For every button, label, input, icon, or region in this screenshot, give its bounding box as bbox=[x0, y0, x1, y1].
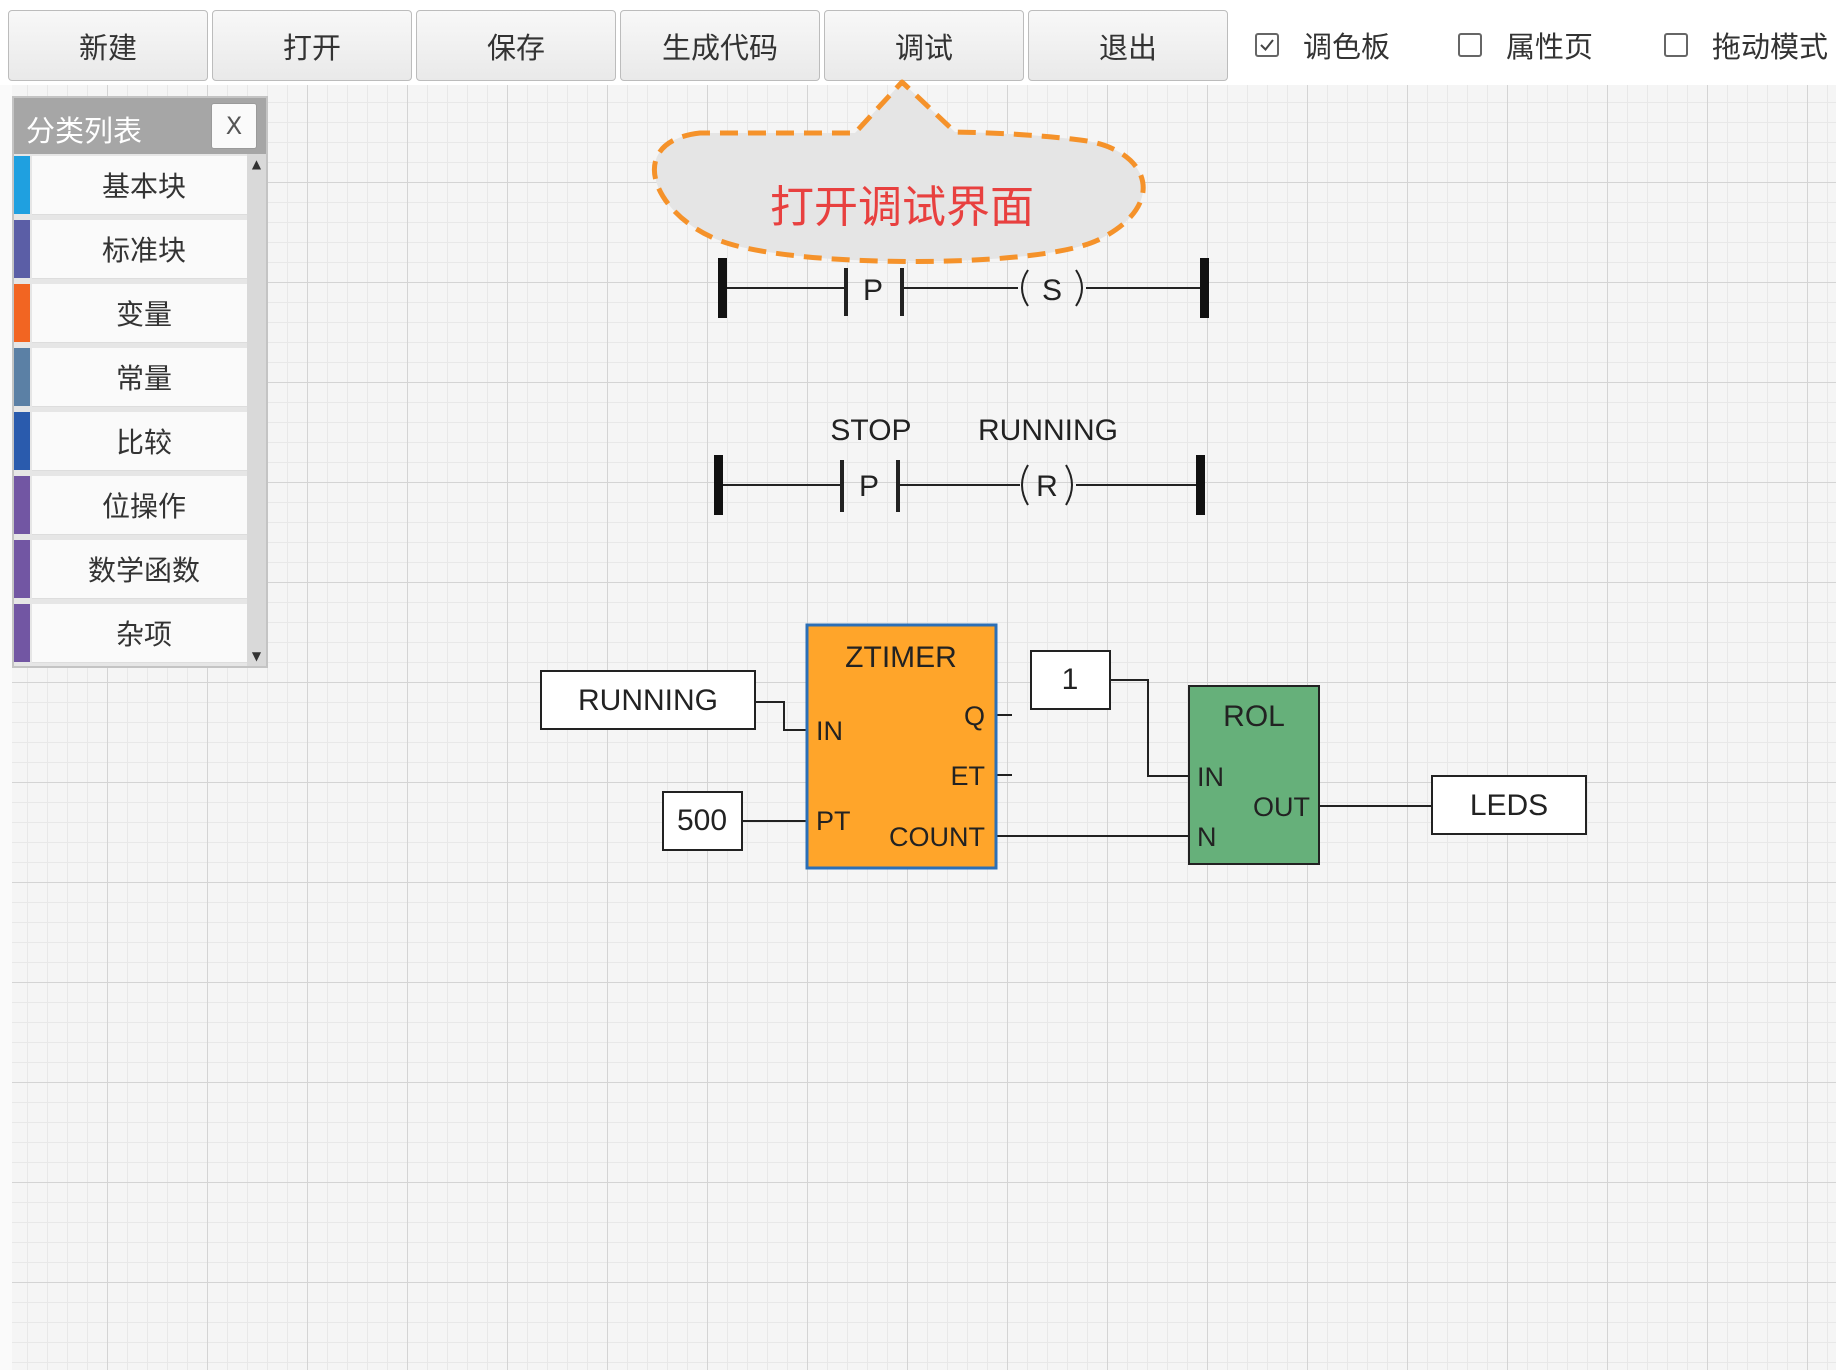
ztimer-title: ZTIMER bbox=[845, 641, 957, 674]
tooltip-text: 打开调试界面 bbox=[770, 182, 1034, 233]
drag-mode-toggle[interactable]: 拖动模式 bbox=[1664, 14, 1828, 76]
ztimer-output-q: Q bbox=[964, 701, 985, 731]
ztimer-output-et: ET bbox=[950, 761, 985, 791]
category-item[interactable]: 数学函数 bbox=[32, 540, 256, 599]
rol-block[interactable]: ROL IN N OUT bbox=[1188, 685, 1320, 865]
rol-output-out: OUT bbox=[1253, 792, 1310, 822]
category-color-strip bbox=[14, 348, 30, 406]
category-item[interactable]: 杂项 bbox=[32, 604, 256, 663]
palette-checkbox[interactable] bbox=[1255, 33, 1279, 57]
palette-close-button[interactable]: X bbox=[211, 103, 257, 149]
ladder-rung-1[interactable]: P S bbox=[718, 258, 1209, 318]
properties-checkbox[interactable] bbox=[1458, 33, 1482, 57]
coil-left-arc bbox=[1021, 464, 1029, 506]
coil-right-arc bbox=[1075, 269, 1083, 307]
rung1-contact-type: P bbox=[863, 274, 883, 307]
ztimer-output-count: COUNT bbox=[889, 822, 985, 852]
ztimer-block[interactable]: ZTIMER IN PT Q ET COUNT bbox=[805, 623, 998, 870]
properties-toggle[interactable]: 属性页 bbox=[1458, 14, 1593, 76]
output-variable-block[interactable]: LEDS bbox=[1431, 775, 1587, 835]
category-item[interactable]: 常量 bbox=[32, 348, 256, 407]
right-power-rail bbox=[1200, 258, 1209, 318]
category-color-strip bbox=[14, 284, 30, 342]
checkmark-icon bbox=[1260, 39, 1274, 52]
output-variable-label: LEDS bbox=[1470, 789, 1548, 822]
left-power-rail bbox=[714, 455, 723, 515]
rol-input-in: IN bbox=[1197, 762, 1224, 792]
scroll-up-icon[interactable]: ▲ bbox=[251, 157, 262, 171]
rung2-coil-label: RUNNING bbox=[978, 414, 1118, 447]
palette-toggle-label: 调色板 bbox=[1303, 30, 1391, 64]
contact-bar-left bbox=[840, 460, 844, 512]
category-color-strip bbox=[14, 220, 30, 278]
new-button[interactable]: 新建 bbox=[8, 10, 208, 81]
contact-bar-right bbox=[900, 268, 904, 316]
properties-toggle-label: 属性页 bbox=[1506, 30, 1594, 64]
category-color-strip bbox=[14, 156, 30, 214]
rol-input-n: N bbox=[1197, 822, 1217, 852]
contact-bar-left bbox=[844, 268, 848, 316]
palette-toggle[interactable]: 调色板 bbox=[1255, 14, 1390, 76]
category-palette: 分类列表 X 基本块标准块变量常量比较位操作数学函数杂项 ▲ ▼ bbox=[12, 96, 268, 668]
input-variable-label: RUNNING bbox=[578, 684, 718, 717]
rung2-contact-label: STOP bbox=[830, 414, 911, 447]
in-constant-block[interactable]: 1 bbox=[1030, 650, 1111, 710]
pt-constant-block[interactable]: 500 bbox=[662, 791, 743, 851]
scroll-down-icon[interactable]: ▼ bbox=[251, 649, 262, 663]
exit-button[interactable]: 退出 bbox=[1028, 10, 1228, 81]
coil-left-arc bbox=[1021, 269, 1029, 307]
category-color-strip bbox=[14, 540, 30, 598]
ztimer-input-in: IN bbox=[816, 716, 843, 746]
category-item[interactable]: 位操作 bbox=[32, 476, 256, 535]
debug-button[interactable]: 调试 bbox=[824, 10, 1024, 81]
palette-title: 分类列表 bbox=[26, 114, 143, 148]
palette-scrollbar[interactable]: ▲ ▼ bbox=[247, 154, 266, 666]
category-color-strip bbox=[14, 412, 30, 470]
input-variable-block[interactable]: RUNNING bbox=[540, 670, 756, 730]
category-color-strip bbox=[14, 476, 30, 534]
coil-right-arc bbox=[1065, 464, 1073, 506]
category-item[interactable]: 比较 bbox=[32, 412, 256, 471]
rung2-coil-type: R bbox=[1036, 470, 1058, 503]
contact-bar-right bbox=[896, 460, 900, 512]
in-constant-value: 1 bbox=[1062, 663, 1079, 696]
ztimer-input-pt: PT bbox=[816, 806, 851, 836]
right-power-rail bbox=[1196, 455, 1205, 515]
rung2-contact-type: P bbox=[859, 470, 879, 503]
rung1-coil-type: S bbox=[1042, 274, 1062, 307]
save-button[interactable]: 保存 bbox=[416, 10, 616, 81]
open-button[interactable]: 打开 bbox=[212, 10, 412, 81]
palette-header[interactable]: 分类列表 X bbox=[14, 98, 266, 154]
pt-constant-value: 500 bbox=[677, 804, 727, 837]
category-color-strip bbox=[14, 604, 30, 662]
fbd-wires bbox=[742, 679, 1432, 837]
category-item[interactable]: 变量 bbox=[32, 284, 256, 343]
rol-title: ROL bbox=[1223, 700, 1285, 733]
debug-tooltip: 打开调试界面 bbox=[652, 79, 1146, 264]
left-power-rail bbox=[718, 258, 727, 318]
toolbar: 新建 打开 保存 生成代码 调试 退出 调色板 属性页 拖动模式 bbox=[0, 0, 1836, 85]
ladder-rung-2[interactable]: STOP P RUNNING R bbox=[714, 414, 1205, 515]
generate-code-button[interactable]: 生成代码 bbox=[620, 10, 820, 81]
drag-mode-toggle-label: 拖动模式 bbox=[1712, 30, 1829, 64]
drag-mode-checkbox[interactable] bbox=[1664, 33, 1688, 57]
category-item[interactable]: 标准块 bbox=[32, 220, 256, 279]
category-item[interactable]: 基本块 bbox=[32, 156, 256, 215]
